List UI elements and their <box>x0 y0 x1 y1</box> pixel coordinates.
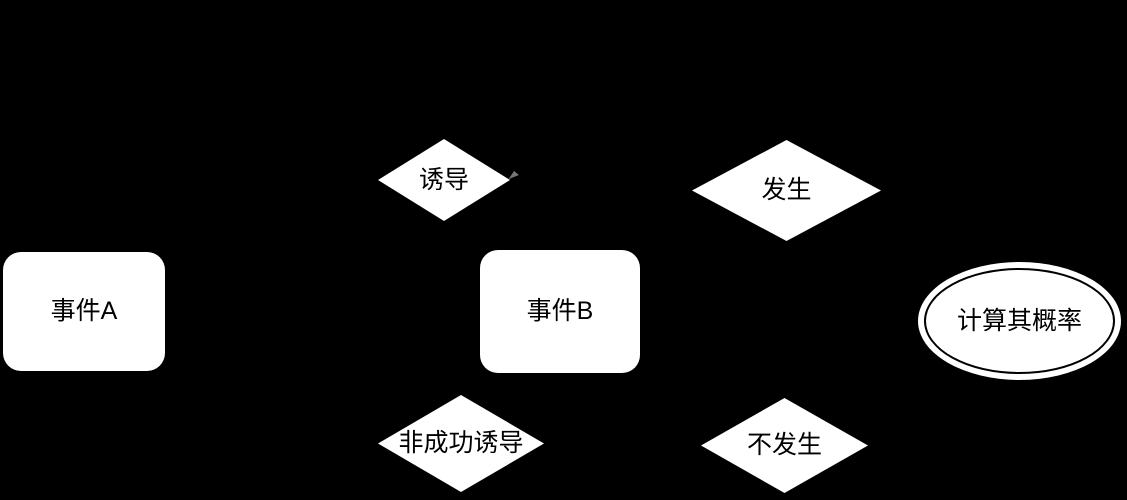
node-compute-probability-label: 计算其概率 <box>956 306 1082 335</box>
node-non-success-induce-diamond: 非成功诱导 <box>378 395 544 492</box>
node-induce-label: 诱导 <box>418 165 469 194</box>
node-compute-probability-ellipse: 计算其概率 <box>918 262 1121 380</box>
node-non-success-induce-label: 非成功诱导 <box>398 429 524 457</box>
node-not-occur-diamond: 不发生 <box>701 398 868 493</box>
node-event-a: 事件A <box>3 252 165 371</box>
node-not-occur-label: 不发生 <box>746 431 822 459</box>
node-occur-diamond: 发生 <box>692 140 881 241</box>
connector-arrowhead-icon <box>508 171 519 180</box>
node-event-a-label: 事件A <box>50 297 118 325</box>
node-event-b: 事件B <box>480 250 640 373</box>
ellipse-inner-ring: 计算其概率 <box>924 268 1115 374</box>
node-induce-diamond: 诱导 <box>378 139 510 221</box>
node-occur-label: 发生 <box>761 176 812 204</box>
node-event-b-label: 事件B <box>526 297 594 325</box>
